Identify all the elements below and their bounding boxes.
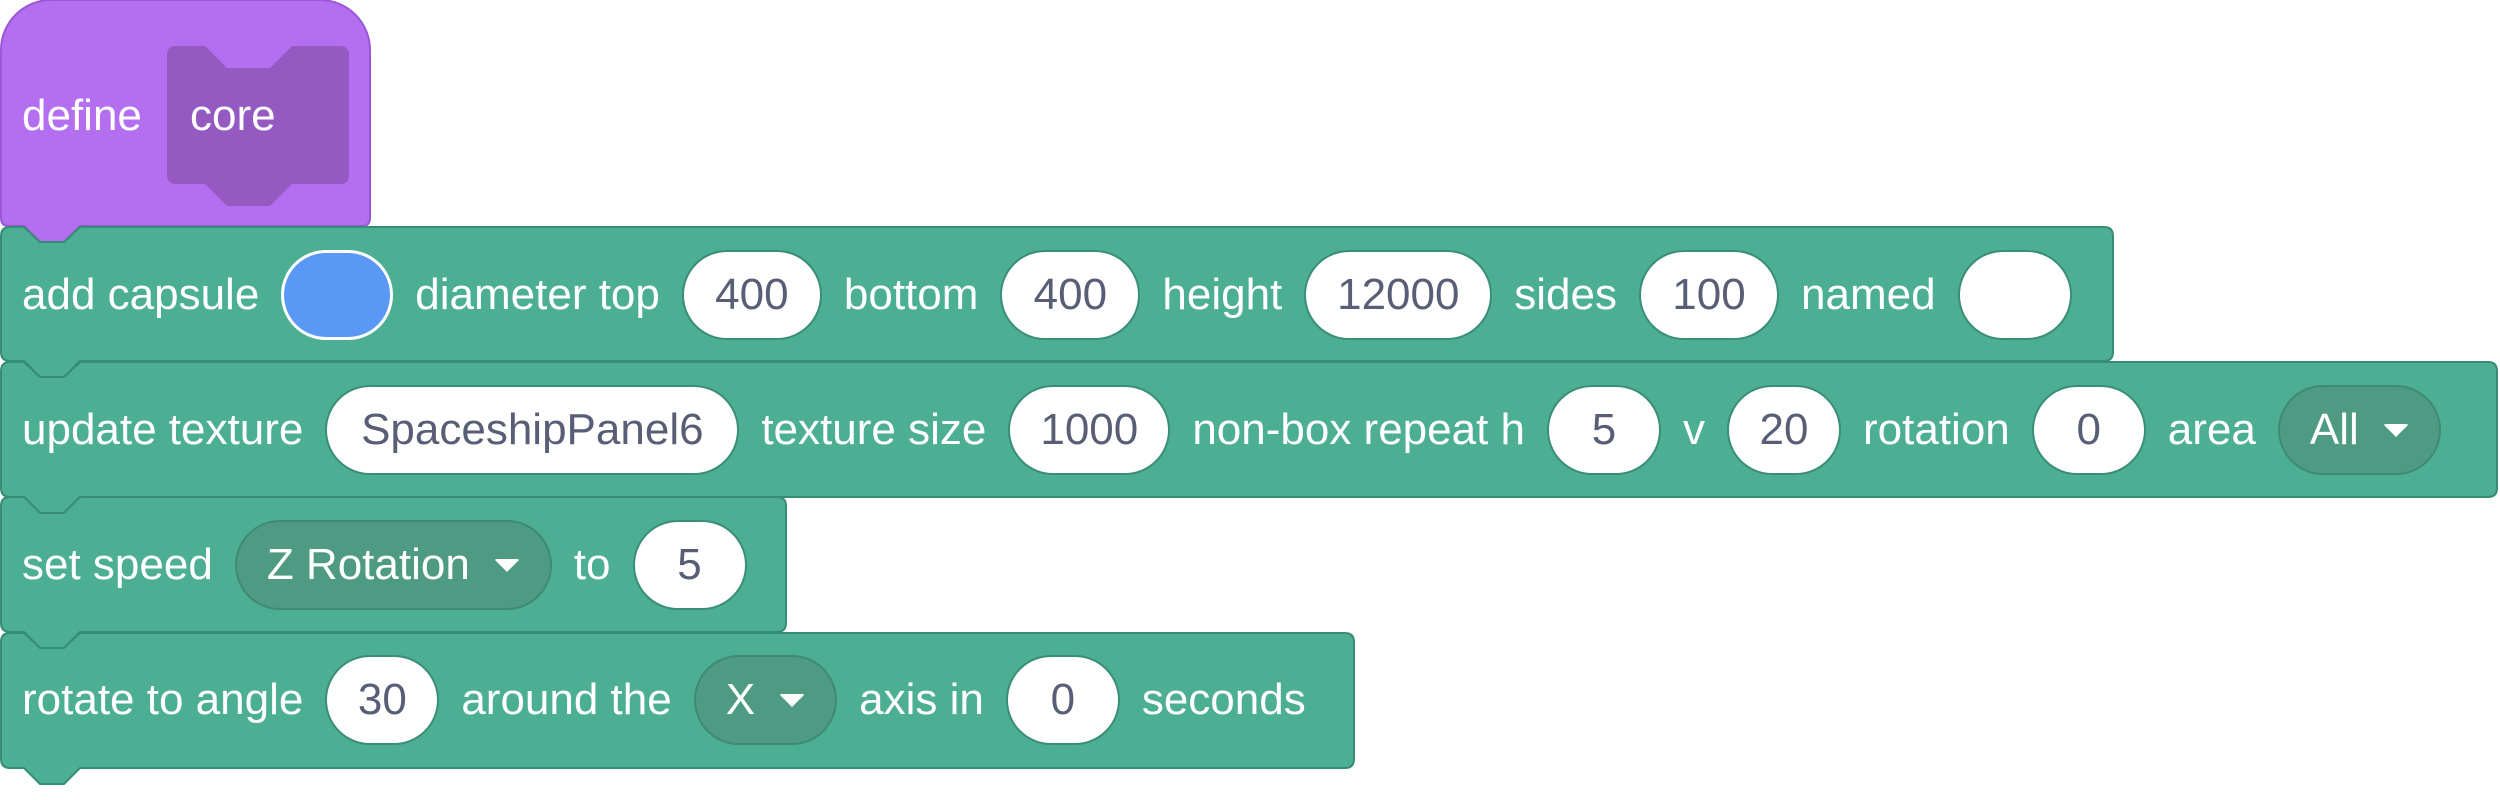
rotation-input[interactable]: 0: [2031, 385, 2146, 475]
repeat-v-label: v: [1683, 405, 1705, 454]
sides-input[interactable]: 100: [1639, 250, 1779, 340]
axis-dropdown[interactable]: X: [693, 655, 838, 745]
repeat-v-input[interactable]: 20: [1727, 385, 1841, 475]
speed-property-dropdown[interactable]: Z Rotation: [234, 520, 552, 610]
axis-in-label: axis in: [859, 675, 984, 724]
area-dropdown[interactable]: All: [2277, 385, 2441, 475]
set-speed-block[interactable]: set speed Z Rotation to 5: [22, 520, 747, 610]
to-label: to: [573, 540, 611, 589]
speed-property-value: Z Rotation: [266, 540, 470, 589]
chevron-down-icon: [2382, 423, 2409, 437]
bottom-label: bottom: [843, 270, 979, 319]
named-input[interactable]: [1957, 250, 2072, 340]
sides-label: sides: [1514, 270, 1617, 319]
named-label: named: [1801, 270, 1936, 319]
bottom-input[interactable]: 400: [1000, 250, 1141, 340]
seconds-input[interactable]: 0: [1005, 655, 1120, 745]
rotate-to-angle-label: rotate to angle: [22, 675, 304, 724]
texture-size-input[interactable]: 1000: [1008, 385, 1171, 475]
angle-input[interactable]: 30: [325, 655, 440, 745]
height-input[interactable]: 12000: [1304, 250, 1493, 340]
diameter-top-input[interactable]: 400: [681, 250, 822, 340]
speed-value-input[interactable]: 5: [632, 520, 747, 610]
add-capsule-label: add capsule: [22, 270, 260, 319]
chevron-down-icon: [493, 558, 520, 572]
height-label: height: [1162, 270, 1283, 319]
chevron-down-icon: [779, 693, 806, 707]
define-name-row: core: [190, 71, 298, 161]
define-name-slot[interactable]: [167, 46, 349, 206]
texture-name-input[interactable]: SpaceshipPanel6: [325, 385, 740, 475]
define-block-name[interactable]: core: [190, 91, 276, 140]
diameter-top-label: diameter top: [415, 270, 660, 319]
repeat-h-input[interactable]: 5: [1547, 385, 1661, 475]
add-capsule-block[interactable]: add capsule diameter top 400 bottom 400 …: [22, 250, 2072, 340]
axis-dropdown-value: X: [725, 675, 756, 724]
around-the-label: around the: [461, 675, 672, 724]
update-texture-label: update texture: [22, 405, 304, 454]
define-keyword: define: [22, 91, 142, 140]
rotate-to-angle-block[interactable]: rotate to angle 30 around the X axis in …: [22, 655, 1306, 745]
area-dropdown-value: All: [2309, 405, 2359, 454]
update-texture-block[interactable]: update texture SpaceshipPanel6 texture s…: [22, 385, 2441, 475]
texture-size-label: texture size: [761, 405, 987, 454]
rotation-label: rotation: [1863, 405, 2010, 454]
repeat-h-label: non-box repeat h: [1192, 405, 1525, 454]
capsule-color-picker[interactable]: [281, 250, 394, 340]
set-speed-label: set speed: [22, 540, 213, 589]
area-label: area: [2167, 405, 2256, 454]
define-row: define: [22, 71, 142, 161]
seconds-label: seconds: [1141, 675, 1306, 724]
